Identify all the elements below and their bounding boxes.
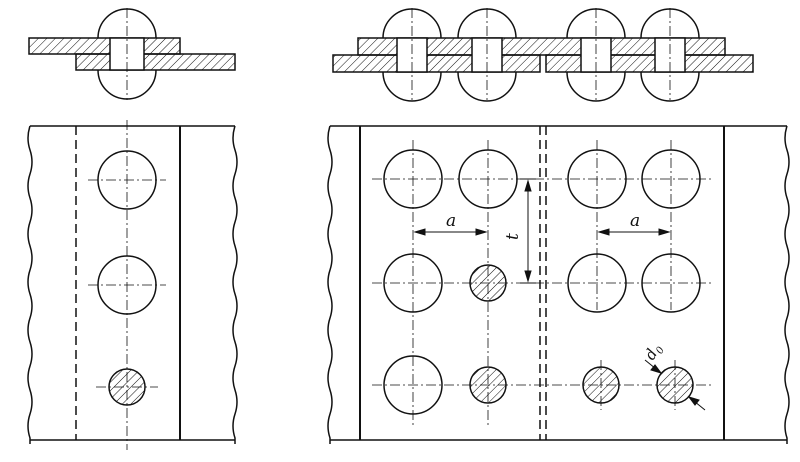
butt-joint-section <box>332 8 754 102</box>
center-lines <box>372 140 712 425</box>
lap-joint-section <box>28 8 236 100</box>
break-line-right <box>232 125 238 444</box>
label-a-right: a <box>630 211 640 231</box>
label-a-left: a <box>446 211 456 231</box>
rivet-head-bottom <box>457 71 517 102</box>
rivet-head-bottom <box>640 71 700 102</box>
dimension-a-right <box>597 228 671 236</box>
dimension-d0 <box>644 359 706 411</box>
dimension-a-left <box>413 228 488 236</box>
upper-plate <box>28 37 181 55</box>
rivet-head-bottom <box>382 71 442 102</box>
lap-joint-plan <box>27 120 238 450</box>
dimension-t <box>520 178 536 284</box>
butt-joint-plan <box>327 125 790 444</box>
rivet-head-bottom <box>566 71 626 102</box>
lower-plate <box>75 53 236 71</box>
break-line-right <box>784 125 790 444</box>
main-plate-left <box>332 54 541 73</box>
break-line-left <box>327 125 333 444</box>
cover-plate-top <box>357 37 726 56</box>
label-d0: d0 <box>641 340 667 365</box>
main-plate-right <box>545 54 754 73</box>
break-line-left <box>27 125 33 444</box>
label-t: t <box>503 233 523 240</box>
label-d0-sub: 0 <box>654 345 667 357</box>
